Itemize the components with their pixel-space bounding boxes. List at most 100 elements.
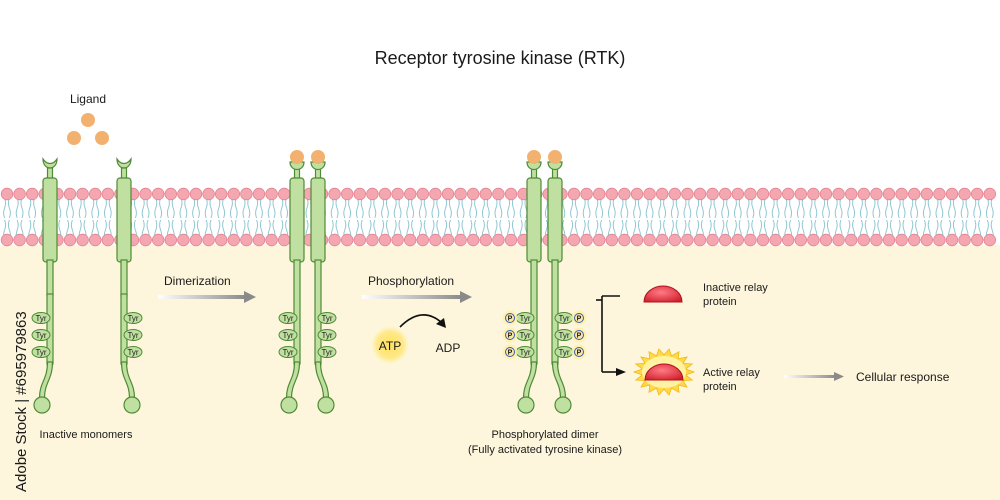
lipid-tails xyxy=(822,197,830,241)
lipid-head xyxy=(605,187,619,201)
lipid-head xyxy=(857,187,871,201)
lipid-tail xyxy=(587,197,591,219)
lipid-tail xyxy=(852,197,856,219)
lipid-head xyxy=(794,233,808,247)
lipid-tails xyxy=(355,197,364,241)
lipid-head xyxy=(819,187,833,201)
lipid-tail xyxy=(444,197,448,219)
lipid-tail xyxy=(864,197,868,219)
lipid-tail xyxy=(637,197,641,219)
lipid-tail xyxy=(78,197,82,219)
lipid-tail xyxy=(234,197,238,219)
dimerization-arrow xyxy=(158,291,256,303)
lipid-head xyxy=(643,233,656,247)
lipid-head xyxy=(807,187,820,201)
lipid-head xyxy=(782,187,795,201)
terminal-bulb xyxy=(317,396,335,414)
lipid-tail xyxy=(368,197,372,219)
lipid-tail xyxy=(146,197,150,219)
lipid-head xyxy=(378,233,392,247)
lipid-tails xyxy=(103,197,112,241)
lipid-tail xyxy=(196,197,200,219)
lipid-head xyxy=(202,233,215,247)
lipid-head xyxy=(252,233,266,247)
lipid-tails xyxy=(406,197,415,241)
lipid-tails xyxy=(683,197,692,241)
lipid-tail xyxy=(822,197,826,219)
lipid-head xyxy=(151,233,165,247)
tyrosine-bead xyxy=(317,346,337,358)
lipid-tail xyxy=(645,197,649,219)
lipid-tail xyxy=(179,197,183,219)
lipid-tail xyxy=(222,197,226,219)
binding-site xyxy=(526,161,542,171)
bound-ligand xyxy=(527,150,541,164)
lipid-head xyxy=(744,187,757,201)
lipid-head xyxy=(164,187,178,201)
ligand-molecule xyxy=(81,113,95,127)
lipid-tails xyxy=(456,197,465,241)
lipid-head xyxy=(744,233,757,247)
binding-site xyxy=(310,161,326,171)
lipid-tail xyxy=(927,197,931,219)
lipid-head xyxy=(933,233,946,247)
lipid-head xyxy=(693,233,707,247)
lipid-head xyxy=(378,187,392,201)
phosphorylated-dimer-label: Phosphorylated dimer xyxy=(491,429,598,441)
lipid-tail xyxy=(461,197,465,219)
cellular-response-label: Cellular response xyxy=(856,370,950,384)
lipid-tail xyxy=(721,197,725,219)
lipid-tails xyxy=(267,197,276,241)
lipid-head xyxy=(88,233,102,247)
lipid-head xyxy=(353,187,367,201)
tyrosine-label: Tyr xyxy=(321,348,332,357)
lipid-head xyxy=(164,233,178,247)
phosphate-group xyxy=(574,330,584,340)
lipid-tail xyxy=(423,197,427,219)
lipid-tail xyxy=(335,197,339,219)
lipid-tail xyxy=(360,197,364,219)
lipid-tails xyxy=(796,197,805,241)
lipid-head xyxy=(13,187,26,201)
lipid-tails xyxy=(935,197,944,241)
lipid-tail xyxy=(330,197,334,219)
lipid-head xyxy=(945,187,959,201)
lipid-tail xyxy=(159,197,163,219)
tyrosine-bead xyxy=(317,329,337,341)
lipid-tails xyxy=(343,197,352,241)
tyrosine-bead xyxy=(278,312,298,324)
lipid-tail xyxy=(607,197,611,219)
lipid-tail xyxy=(771,197,775,219)
lipid-tail xyxy=(3,197,7,219)
lipid-head xyxy=(605,233,619,247)
phosphate-group xyxy=(505,313,515,323)
lipid-tail xyxy=(474,197,478,219)
lipid-tails xyxy=(834,197,843,241)
lipid-tails xyxy=(179,197,188,241)
lipid-tail xyxy=(272,197,276,219)
tyrosine-label: Tyr xyxy=(519,314,530,323)
lipid-head xyxy=(265,233,278,247)
lipid-tail xyxy=(683,197,687,219)
lipid-tails xyxy=(847,197,856,241)
lipid-tail xyxy=(66,197,70,219)
lipid-tail xyxy=(948,197,952,219)
tyrosine-bead xyxy=(31,346,51,358)
lipid-bilayer xyxy=(0,187,997,247)
lipid-tails xyxy=(507,197,515,241)
lipid-tail xyxy=(784,197,788,219)
branch-arrowhead xyxy=(616,368,626,376)
ligand-label: Ligand xyxy=(70,92,106,106)
binding-site xyxy=(547,161,563,171)
ligand-molecule xyxy=(67,131,81,145)
lipid-tail xyxy=(355,197,359,219)
lipid-head xyxy=(429,187,442,201)
lipid-head xyxy=(870,187,883,201)
lipid-tails xyxy=(3,197,11,241)
lipid-head xyxy=(845,187,858,201)
bound-ligand xyxy=(290,150,304,164)
lipid-tail xyxy=(431,197,435,219)
lipid-head xyxy=(895,233,908,247)
lipid-tail xyxy=(108,197,112,219)
